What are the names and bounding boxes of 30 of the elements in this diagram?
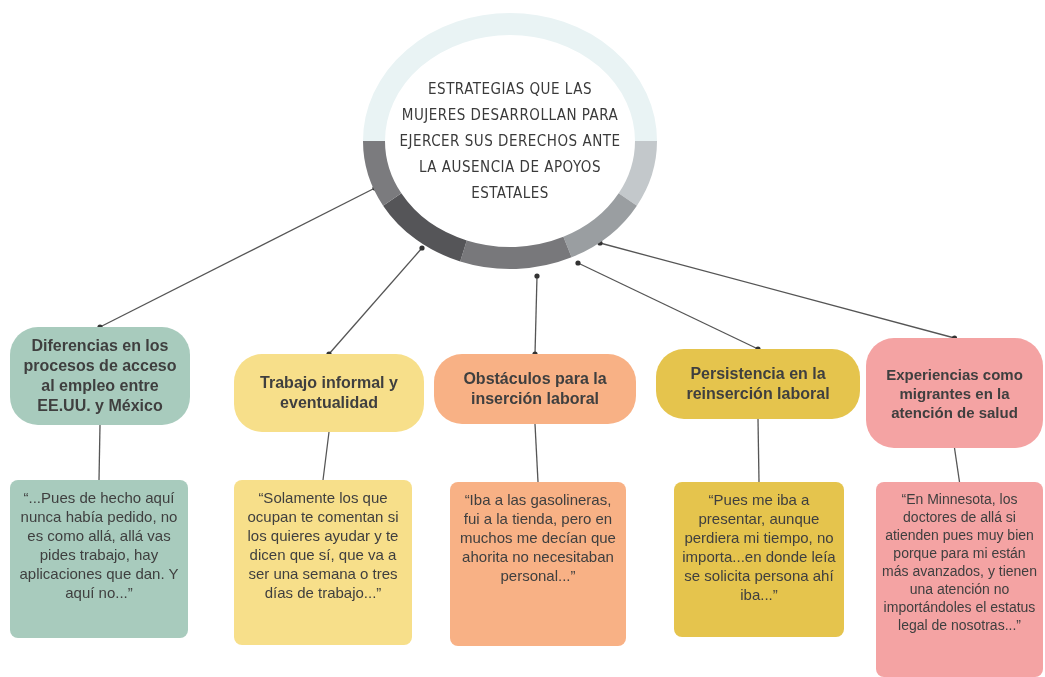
- category-box: [866, 338, 1043, 448]
- quote-text: “Iba a las gasolineras, fui a la tienda, pero en muchos me decían que ahorita no necesitaban personal...”: [459, 490, 617, 585]
- quote-text: “Solamente los que ocupan te comentan si los quieres ayudar y te dicen que sí, que va a ser una semana o tres días de trabajo...”: [246, 488, 400, 602]
- category-box: [234, 354, 424, 432]
- connector-line: [757, 418, 760, 483]
- category-title: Obstáculos para la inserción laboral: [462, 369, 608, 409]
- quote-box: [234, 480, 412, 645]
- title-text: ESTRATEGIAS QUE LAS MUJERES DESARROLLAN PARA EJERCER SUS DERECHOS ANTE LA AUSENCIA DE APOYOS ESTATALES: [398, 79, 622, 204]
- quote-text: “En Minnesota, los doctores de allá si atienden pues muy bien porque para mi están más avanzados, y tienen una atención no importándoles el estatus legal de nosotras...”: [882, 490, 1037, 634]
- quote-text: “...Pues de hecho aquí nunca había pedido, no es como allá, allá vas pides trabajo, hay aplicaciones que dan. Y aquí no...”: [18, 488, 180, 602]
- category-title: Persistencia en la reinserción laboral: [685, 364, 831, 404]
- connector-line: [534, 423, 539, 483]
- connector-line: [532, 273, 540, 357]
- quote-text: “Pues me iba a presentar, aunque perdiera mi tiempo, no importa...en donde leía se solicita persona ahí iba...”: [681, 490, 837, 604]
- quote-box: [450, 482, 626, 646]
- category-title: Trabajo informal y eventualidad: [259, 373, 399, 413]
- quote-box: [674, 482, 844, 637]
- connector-line: [326, 245, 425, 357]
- category-title: Diferencias en los procesos de acceso al empleo entre EE.UU. y México: [22, 336, 178, 416]
- quote-box: [876, 482, 1043, 677]
- connector-line: [575, 260, 761, 352]
- category-title: Experiencias como migrantes en la atención de salud: [885, 364, 1024, 422]
- quote-box: [10, 480, 188, 638]
- connector-line: [322, 431, 330, 481]
- connector-line: [98, 424, 101, 481]
- connector-line: [953, 447, 961, 483]
- category-box: [434, 354, 636, 424]
- connector-line: [597, 240, 958, 341]
- category-box: [656, 349, 860, 419]
- category-box: [10, 327, 190, 425]
